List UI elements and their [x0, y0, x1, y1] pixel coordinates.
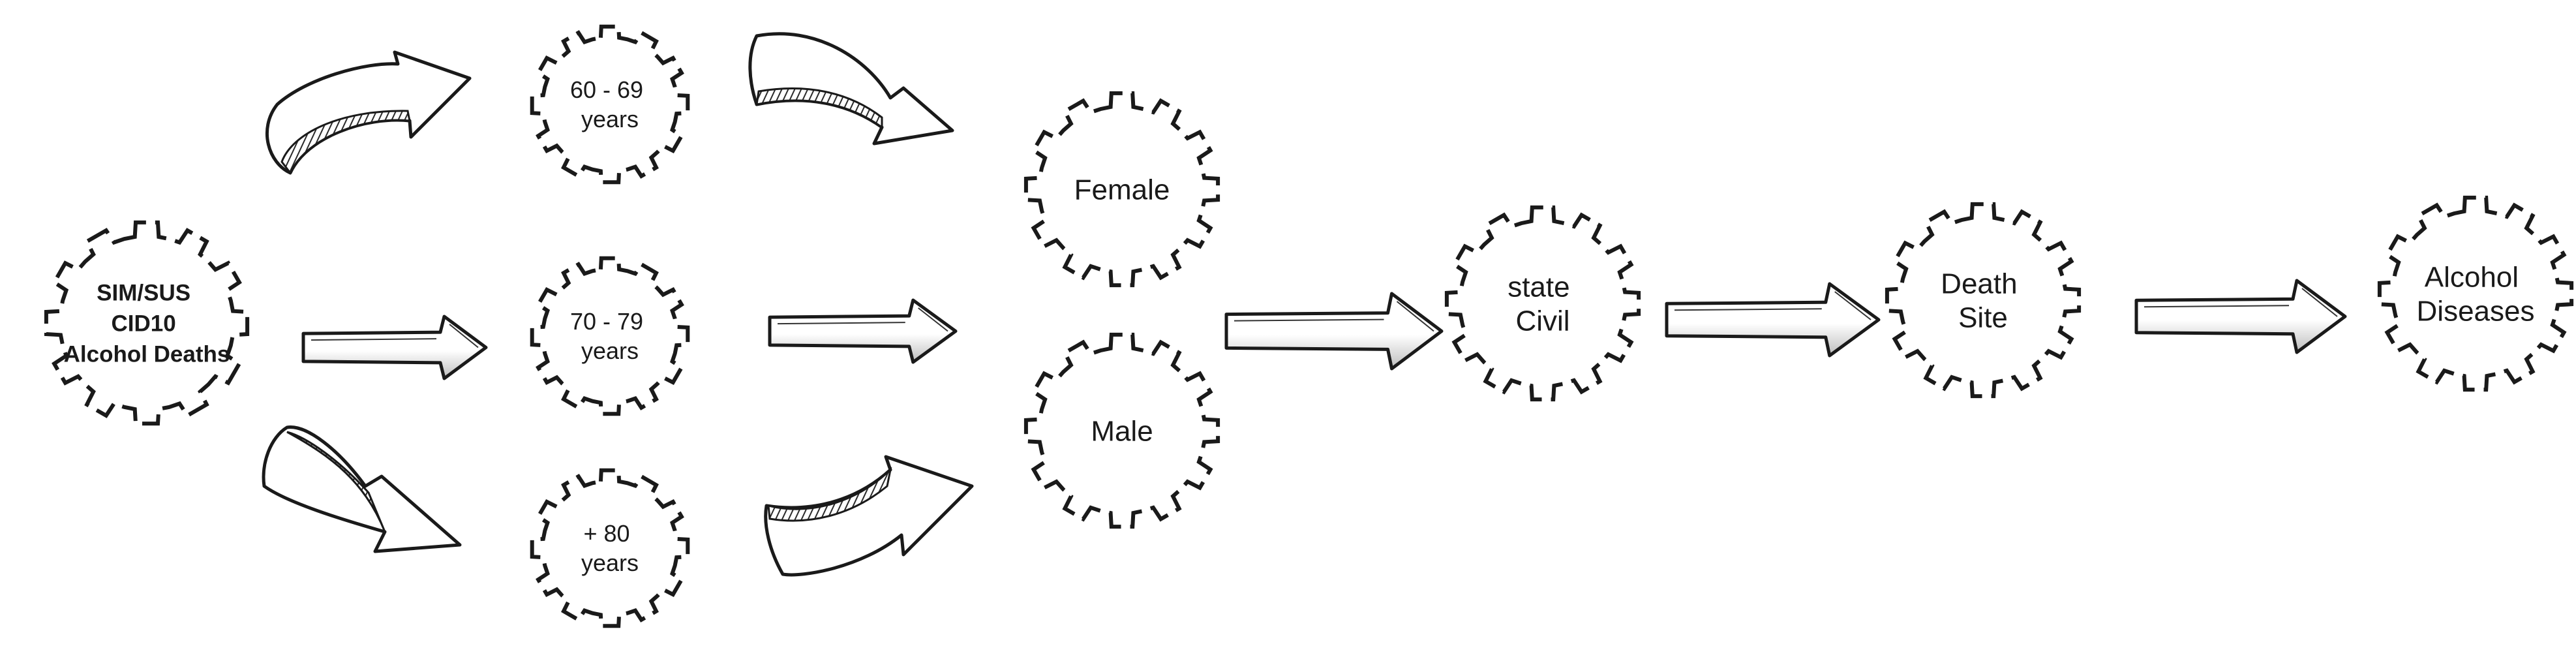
gear-outline-alcohol-diseases	[2377, 195, 2574, 392]
node-label-alcohol-diseases-line-1: Alcohol	[2425, 261, 2519, 293]
arrow-head-edge	[1396, 301, 1434, 332]
curved-arrow-source-to-80-plus	[262, 425, 462, 553]
arrow-head-edge	[2301, 288, 2338, 317]
arrow-body	[768, 298, 958, 364]
node-label-age-60-69-line-1: 60 - 69	[570, 76, 643, 103]
node-label-female: Female	[1074, 174, 1170, 206]
straight-arrow-state-civil-to-death-site	[1665, 282, 1881, 358]
arrow-inner-line	[311, 338, 437, 341]
arrow-body	[1224, 292, 1444, 371]
node-label-state-civil: state Civil	[1508, 271, 1578, 337]
node-label-source-line-2: CID10	[112, 311, 176, 336]
node-label-female-line-1: Female	[1074, 174, 1170, 206]
straight-arrow-death-site-to-alcohol-diseases	[2134, 279, 2347, 354]
straight-arrow-gender-to-state-civil	[1224, 292, 1444, 371]
gear-node-age-70-79: 70 - 79 years	[530, 256, 690, 416]
node-label-alcohol-diseases-line-2: Diseases	[2417, 295, 2535, 327]
node-label-age-70-79-line-1: 70 - 79	[570, 308, 643, 335]
arrow-inner-line	[1234, 318, 1384, 322]
gear-outline-source	[44, 220, 250, 426]
arrow-body	[1665, 282, 1881, 358]
node-label-age-80-plus: + 80 years	[581, 520, 639, 576]
node-label-age-70-79: 70 - 79 years	[570, 308, 650, 364]
gear-outline-age-80-plus	[530, 468, 690, 628]
node-label-age-80-plus-line-1: + 80	[583, 520, 629, 547]
gear-outline-age-70-79	[530, 256, 690, 416]
straight-arrow-source-to-70-79	[301, 315, 488, 380]
gear-outline-age-60-69	[530, 24, 690, 185]
gear-node-source: SIM/SUS CID10 Alcohol Deaths	[44, 220, 250, 426]
node-label-death-site-line-1: Death	[1941, 268, 2017, 300]
arrow-body	[2134, 279, 2347, 354]
gear-node-male: Male	[1023, 332, 1220, 529]
gear-outline-death-site	[1885, 202, 2082, 399]
node-label-alcohol-diseases: Alcohol Diseases	[2417, 261, 2535, 327]
node-label-state-civil-line-2: Civil	[1515, 305, 1569, 337]
node-label-death-site: Death Site	[1941, 268, 2025, 333]
arrow-head-edge	[449, 324, 479, 348]
arrow-head-edge	[918, 307, 948, 332]
node-label-source: SIM/SUS CID10 Alcohol Deaths	[64, 280, 230, 367]
gear-node-state-civil: state Civil	[1444, 205, 1641, 402]
arrow-inner-line	[1674, 308, 1822, 311]
node-label-age-60-69: 60 - 69 years	[570, 76, 650, 132]
curved-arrow-source-to-60-69	[265, 50, 472, 175]
node-label-state-civil-line-1: state	[1508, 271, 1569, 303]
arrow-inner-line	[2144, 305, 2290, 308]
arrow-body	[301, 315, 488, 380]
straight-arrow-70-79-to-gender	[768, 298, 958, 364]
gear-outline-state-civil	[1444, 205, 1641, 402]
node-label-source-line-1: SIM/SUS	[97, 280, 190, 305]
arrow-inner-line	[777, 322, 905, 325]
curved-arrow-60-69-to-female	[748, 32, 954, 146]
gear-node-alcohol-diseases: Alcohol Diseases	[2377, 195, 2574, 392]
curved-arrow-80-plus-to-male	[764, 455, 974, 577]
gear-outline-male	[1023, 332, 1220, 529]
node-label-age-80-plus-line-2: years	[581, 549, 639, 576]
gear-node-female: Female	[1023, 91, 1220, 288]
gear-node-death-site: Death Site	[1885, 202, 2082, 399]
node-label-male: Male	[1091, 415, 1153, 447]
gear-outline-female	[1023, 91, 1220, 288]
gear-node-age-80-plus: + 80 years	[530, 468, 690, 628]
node-label-source-line-3: Alcohol Deaths	[64, 341, 230, 367]
node-label-death-site-line-2: Site	[1958, 301, 2008, 333]
node-label-male-line-1: Male	[1091, 415, 1153, 447]
gear-node-age-60-69: 60 - 69 years	[530, 24, 690, 185]
arrow-head-edge	[1834, 291, 1871, 320]
node-label-age-70-79-line-2: years	[581, 337, 639, 364]
node-label-age-60-69-line-2: years	[581, 106, 639, 132]
